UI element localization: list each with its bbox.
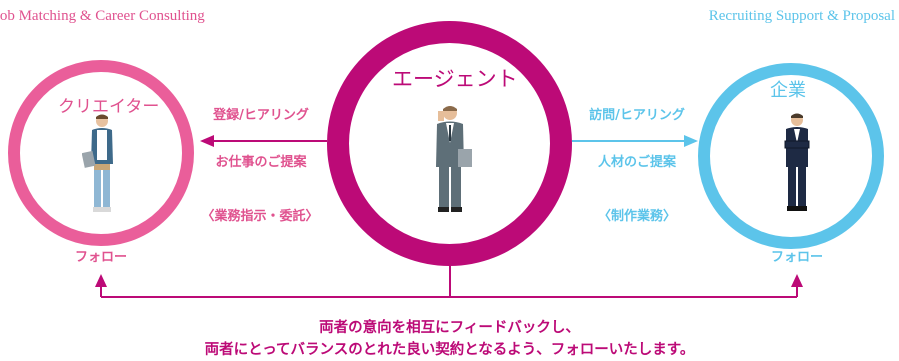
creator-tagline: Job Matching & Career Consulting: [0, 8, 205, 24]
agent-title: エージェント: [392, 67, 518, 91]
left-flow-note: 〈業務指示・委託〉: [201, 209, 319, 224]
message-line-2: 両者にとってバランスのとれた良い契約となるよう、フォローいたします。: [204, 342, 695, 358]
company-tagline: Recruiting Support & Proposal: [708, 8, 895, 24]
right-flow-note: 〈制作業務〉: [597, 209, 676, 224]
feedback-arrow-right: [791, 274, 803, 287]
company-person-icon: [784, 113, 810, 211]
creator-title: クリエイター: [58, 97, 160, 117]
right-flow-top-label: 訪問/ヒアリング: [589, 108, 685, 123]
creator-person-icon: [82, 114, 113, 212]
company-follow-label: フォロー: [770, 250, 823, 265]
agent-person-icon: [436, 106, 472, 212]
left-arrow-head: [200, 135, 214, 147]
right-arrow-head: [684, 135, 698, 147]
left-flow-top-label: 登録/ヒアリング: [213, 108, 309, 123]
right-flow-bottom-label: 人材のご提案: [597, 155, 676, 170]
message-line-1: 両者の意向を相互にフィードバックし、: [319, 320, 580, 336]
left-flow-bottom-label: お仕事のご提案: [215, 155, 307, 170]
creator-follow-label: フォロー: [74, 250, 127, 265]
company-title: 企業: [770, 80, 806, 101]
feedback-arrow-left: [95, 274, 107, 287]
